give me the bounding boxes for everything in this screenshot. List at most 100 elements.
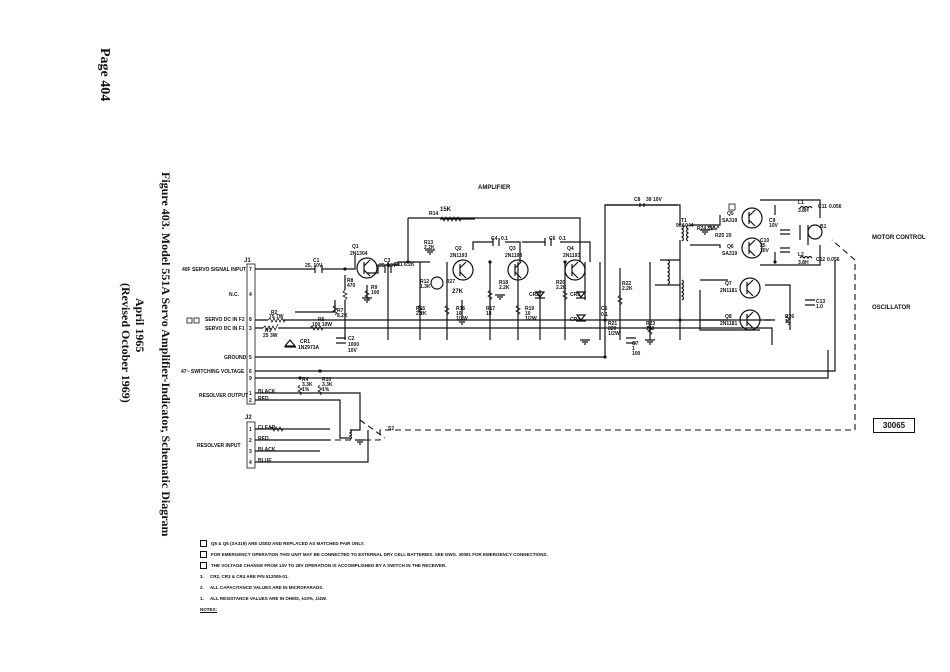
note-number: 1.: [200, 596, 204, 601]
label-r12: R12: [420, 279, 429, 285]
label-c5-val: 0.1: [601, 312, 608, 318]
component-labels: C1 25, 10V R8 470 R7 8.2K R9 100 R2 75 7…: [263, 197, 842, 432]
j2-pin: 2: [249, 438, 252, 444]
label-r21-watt: 1/2W: [608, 331, 620, 337]
label-r20-val: 2.2K: [556, 285, 567, 291]
notes-footer: NOTES:: [200, 607, 218, 612]
label-c9: C9: [769, 218, 776, 224]
label-r15: R15: [416, 306, 425, 312]
q8-part: 2N1181: [720, 321, 737, 327]
motor-b1: [799, 205, 823, 260]
q5-ref: Q5: [727, 211, 734, 217]
j1-pin: 1: [249, 391, 252, 397]
label-cr1-val: 1N2973A: [298, 345, 320, 351]
label-r3-val: 25 3W: [263, 333, 278, 339]
note-ref-box: [186, 317, 193, 324]
j2-pin: 1: [249, 427, 252, 433]
label-t1: T1: [681, 218, 687, 224]
note-text: FOR EMERGENCY OPERATION THIS UNIT MAY BE…: [211, 552, 548, 557]
j1-pin: 7: [249, 267, 252, 273]
amplifier-heading: AMPLIFIER: [478, 185, 511, 191]
label-c8: C8: [634, 197, 641, 203]
label-b1: B1: [820, 224, 827, 230]
label-c3: C3: [384, 258, 391, 264]
capacitors: [314, 203, 815, 344]
q6-part: SA319: [722, 251, 738, 257]
label-l1: L1: [798, 200, 804, 206]
label-r2: R2: [271, 310, 278, 316]
label-r22: R22: [622, 281, 631, 287]
label-r16-watt: 1/2W: [456, 316, 468, 322]
j1-pin: 9: [249, 376, 252, 382]
j2-wire: RED: [258, 436, 269, 442]
label-r14: R14: [429, 211, 438, 217]
wiring: [255, 199, 836, 463]
label-r13: R13: [424, 240, 433, 246]
note-text: ALL RESISTANCE VALUES ARE IN OHMS, ±10%,…: [210, 596, 327, 601]
label-r19-val: 10: [525, 311, 531, 317]
label-r25: R25: [715, 233, 724, 239]
note-item: Q5 & Q6 (SA319) ARE USED AND REPLACED AS…: [200, 538, 548, 549]
j1-pin-numbers: 7 4 8 3 5 6 9 1 2: [249, 267, 252, 404]
note-box-icon: [200, 562, 207, 570]
label-c10-val: 25: [760, 243, 766, 249]
label-c3-val: 25, 10V: [379, 263, 397, 269]
q6-ref: Q6: [727, 244, 734, 250]
label-r2-val: 75 7W: [269, 314, 284, 320]
label-r4: R4: [302, 377, 309, 383]
j1-pin-label: 47~ SWITCHING VOLTAGE: [181, 369, 245, 375]
note-ref-box: [193, 317, 200, 324]
label-c7-val: 1: [632, 346, 635, 352]
label-r27: R27: [446, 279, 455, 285]
note-item: 1. ALL RESISTANCE VALUES ARE IN OHMS, ±10…: [200, 593, 548, 604]
label-r7: R7: [337, 308, 344, 314]
note-number: 2.: [200, 585, 204, 590]
transistor-q7: Q7 2N1181: [720, 277, 761, 299]
label-r8: R8: [347, 278, 354, 284]
j1-pin: 3: [249, 326, 252, 332]
j2-wire: CLEAR: [258, 425, 276, 431]
note-text: CR2, CR3 & CR4 ARE P/N 512005-01.: [210, 574, 289, 579]
label-r25-val: 20: [726, 233, 732, 239]
label-r4-tol: 1%: [302, 387, 310, 393]
transistor-q4: Q4 2N1193: [563, 246, 586, 281]
note-box-icon: [200, 540, 207, 548]
label-r11-val: 6.2K: [404, 262, 415, 268]
note-text: THE VOLTAGE CHANGE FROM 14V TO 28V OPERA…: [211, 563, 447, 568]
j2-wire: BLACK: [258, 447, 276, 453]
label-r4-val: 3.3K: [302, 382, 313, 388]
resistors: [262, 216, 791, 432]
label-r26: R26: [785, 314, 794, 320]
j2-pin: 3: [249, 449, 252, 455]
j2-input-label: RESOLVER INPUT: [197, 443, 241, 449]
label-c6: C6: [549, 236, 556, 242]
j1-label: J1: [244, 258, 251, 264]
label-c2: C2: [348, 336, 355, 342]
label-c8-val: 39 10V: [646, 197, 663, 203]
label-cr1: CR1: [300, 339, 310, 345]
q3-ref: Q3: [509, 246, 516, 252]
label-c1-val: 25, 10V: [305, 263, 323, 269]
q8-ref: Q8: [725, 314, 732, 320]
j1-pin-label: N.C.: [229, 292, 240, 298]
q4-ref: Q4: [567, 246, 574, 252]
label-r23-val: 100: [646, 326, 655, 332]
j1-pin: 8: [249, 317, 252, 323]
transistor-q5: Q5 SA319: [722, 207, 763, 229]
note-text: Q5 & Q6 (SA319) ARE USED AND REPLACED AS…: [211, 541, 365, 546]
notes-block: Q5 & Q6 (SA319) ARE USED AND REPLACED AS…: [200, 538, 548, 615]
label-c5: C5: [601, 306, 608, 312]
label-r17-val: 18: [486, 311, 492, 317]
note-text: ALL CAPACITANCE VALUES ARE IN MICROFARAD…: [210, 585, 324, 590]
label-r21: R21: [608, 321, 617, 327]
label-r26-val: 10: [785, 319, 791, 325]
j1-pin: 4: [249, 292, 252, 298]
note-number: 3.: [200, 574, 204, 579]
label-r9: R9: [371, 285, 378, 291]
label-r13-val: 2.2K: [424, 245, 435, 251]
label-cr3: CR3: [570, 292, 580, 298]
label-r16-val: 10: [456, 311, 462, 317]
label-c2-val: 1000: [348, 342, 359, 348]
note-box-icon: [200, 551, 207, 559]
